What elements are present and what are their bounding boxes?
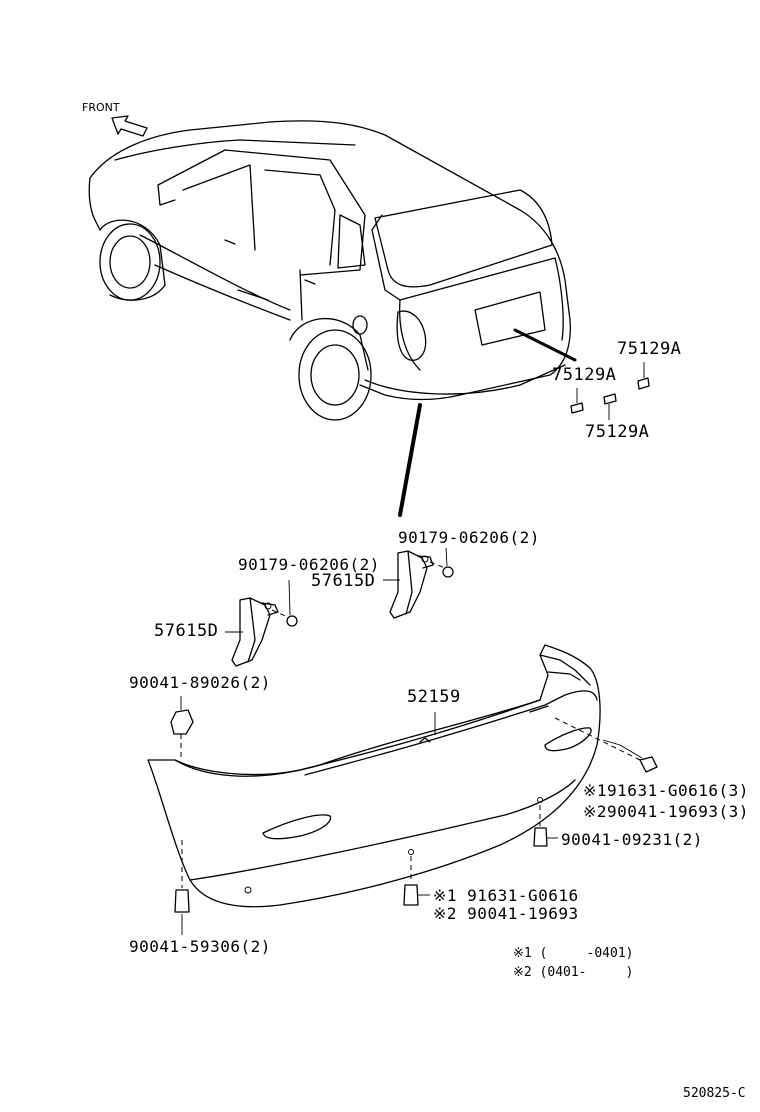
side-screw xyxy=(602,739,658,773)
note-2: ※2 (0401- ) xyxy=(513,965,634,980)
part-75129a-3: 75129A xyxy=(585,422,650,442)
part-57615d-right: 57615D xyxy=(311,571,376,591)
part-90041-19693-3: ※290041-19693(3) xyxy=(583,802,749,821)
part-91631-g0616-center: ※1 91631-G0616 xyxy=(433,886,579,905)
diagram-id: 520825-C xyxy=(683,1086,746,1101)
left-bracket xyxy=(225,579,298,667)
bottom-screw-center xyxy=(403,856,430,906)
vehicle-illustration xyxy=(88,120,577,517)
part-90179-right: 90179-06206(2) xyxy=(398,528,540,547)
rear-bumper-cover xyxy=(147,644,641,908)
part-91631-g0616-3: ※191631-G0616(3) xyxy=(583,781,749,800)
note-1: ※1 ( -0401) xyxy=(513,946,634,961)
part-90041-59306: 90041-59306(2) xyxy=(129,937,271,956)
emblem-parts xyxy=(570,362,650,420)
front-arrow-icon xyxy=(111,115,148,137)
bottom-screw-left xyxy=(174,840,190,935)
part-90041-19693-center: ※2 90041-19693 xyxy=(433,904,579,923)
part-57615d-left: 57615D xyxy=(154,621,219,641)
part-90041-89026: 90041-89026(2) xyxy=(129,673,271,692)
part-75129a-1: 75129A xyxy=(617,339,682,359)
right-bracket xyxy=(383,547,454,619)
part-90179-left: 90179-06206(2) xyxy=(238,555,380,574)
clip-90041-89026 xyxy=(170,696,194,760)
part-75129a-2: 75129A xyxy=(552,365,617,385)
bottom-screw-right xyxy=(533,805,558,847)
part-90041-09231: 90041-09231(2) xyxy=(561,830,703,849)
part-52159: 52159 xyxy=(407,687,461,707)
front-label: FRONT xyxy=(82,101,120,114)
